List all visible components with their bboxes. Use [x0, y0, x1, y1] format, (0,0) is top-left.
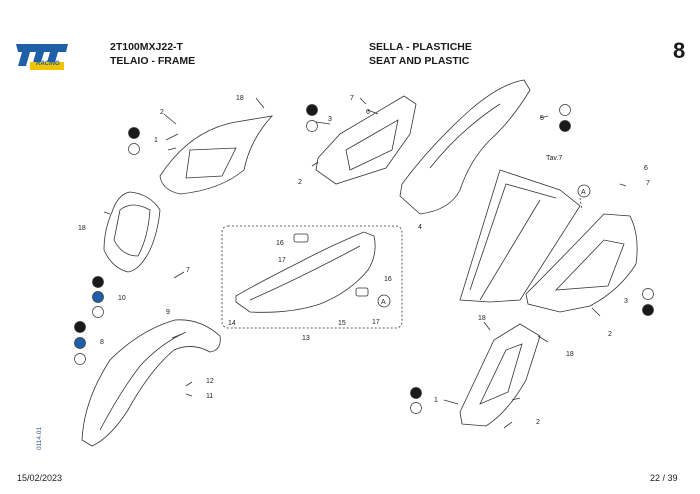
- callout-2-a: 2: [160, 109, 164, 116]
- rear-fender: [399, 79, 531, 215]
- doc-code: 0114.01: [36, 426, 43, 450]
- callout-7-a: 7: [186, 267, 190, 274]
- callout-2-c: 2: [608, 331, 612, 338]
- tav7-reference: Tav.7: [546, 155, 562, 162]
- callout-12: 12: [206, 378, 214, 385]
- callout-7-b: 7: [350, 95, 354, 102]
- callout-18-d: 18: [566, 351, 574, 358]
- front-fender: [81, 319, 221, 447]
- side-cover-left: [159, 115, 274, 195]
- side-cover-right: [525, 213, 638, 313]
- callout-14: 14: [228, 320, 236, 327]
- callout-17-a: 17: [278, 257, 286, 264]
- callout-3-a: 3: [328, 116, 332, 123]
- callout-2-b: 2: [298, 179, 302, 186]
- side-cover-lower: [459, 323, 541, 427]
- callout-3-b: 3: [624, 298, 628, 305]
- callout-5: 5: [540, 115, 544, 122]
- callout-16-b: 16: [384, 276, 392, 283]
- seat-group-frame: [221, 225, 403, 329]
- callout-18-b: 18: [78, 225, 86, 232]
- callout-16-a: 16: [276, 240, 284, 247]
- callout-9: 9: [166, 309, 170, 316]
- brand-logo: RACING: [14, 40, 70, 72]
- detail-a-2: A: [581, 189, 586, 196]
- subframe: [459, 169, 581, 303]
- callout-17-b: 17: [372, 319, 380, 326]
- callout-6-a: 6: [366, 109, 370, 116]
- callout-2-d: 2: [536, 419, 540, 426]
- seat: [235, 231, 376, 313]
- callout-10: 10: [118, 295, 126, 302]
- callout-18-a: 18: [236, 95, 244, 102]
- callout-1-b: 1: [434, 397, 438, 404]
- callout-8: 8: [100, 339, 104, 346]
- callout-4: 4: [418, 224, 422, 231]
- callout-11: 11: [206, 393, 213, 400]
- footer-page: 22 / 39: [650, 473, 678, 483]
- callout-1-a: 1: [154, 137, 158, 144]
- detail-marker-a: [377, 184, 591, 308]
- section-title-it: SELLA - PLASTICHE: [369, 41, 472, 53]
- air-box-cover: [315, 95, 417, 185]
- callout-18-c: 18: [478, 315, 486, 322]
- section-title-en: SEAT AND PLASTIC: [369, 55, 470, 67]
- brand-sub: RACING: [36, 61, 60, 67]
- color-options: [74, 104, 654, 414]
- group-title: TELAIO - FRAME: [110, 55, 196, 67]
- footer-date: 15/02/2023: [17, 473, 63, 483]
- tm-racing-logo-icon: [16, 44, 68, 70]
- callout-7-c: 7: [646, 180, 650, 187]
- front-number-plate: [103, 191, 161, 273]
- detail-a-1: A: [381, 299, 386, 306]
- table-number: 8: [673, 38, 686, 63]
- model-code: 2T100MXJ22-T: [110, 41, 183, 53]
- callout-13: 13: [302, 335, 310, 342]
- callout-6-b: 6: [644, 165, 648, 172]
- callout-15: 15: [338, 320, 346, 327]
